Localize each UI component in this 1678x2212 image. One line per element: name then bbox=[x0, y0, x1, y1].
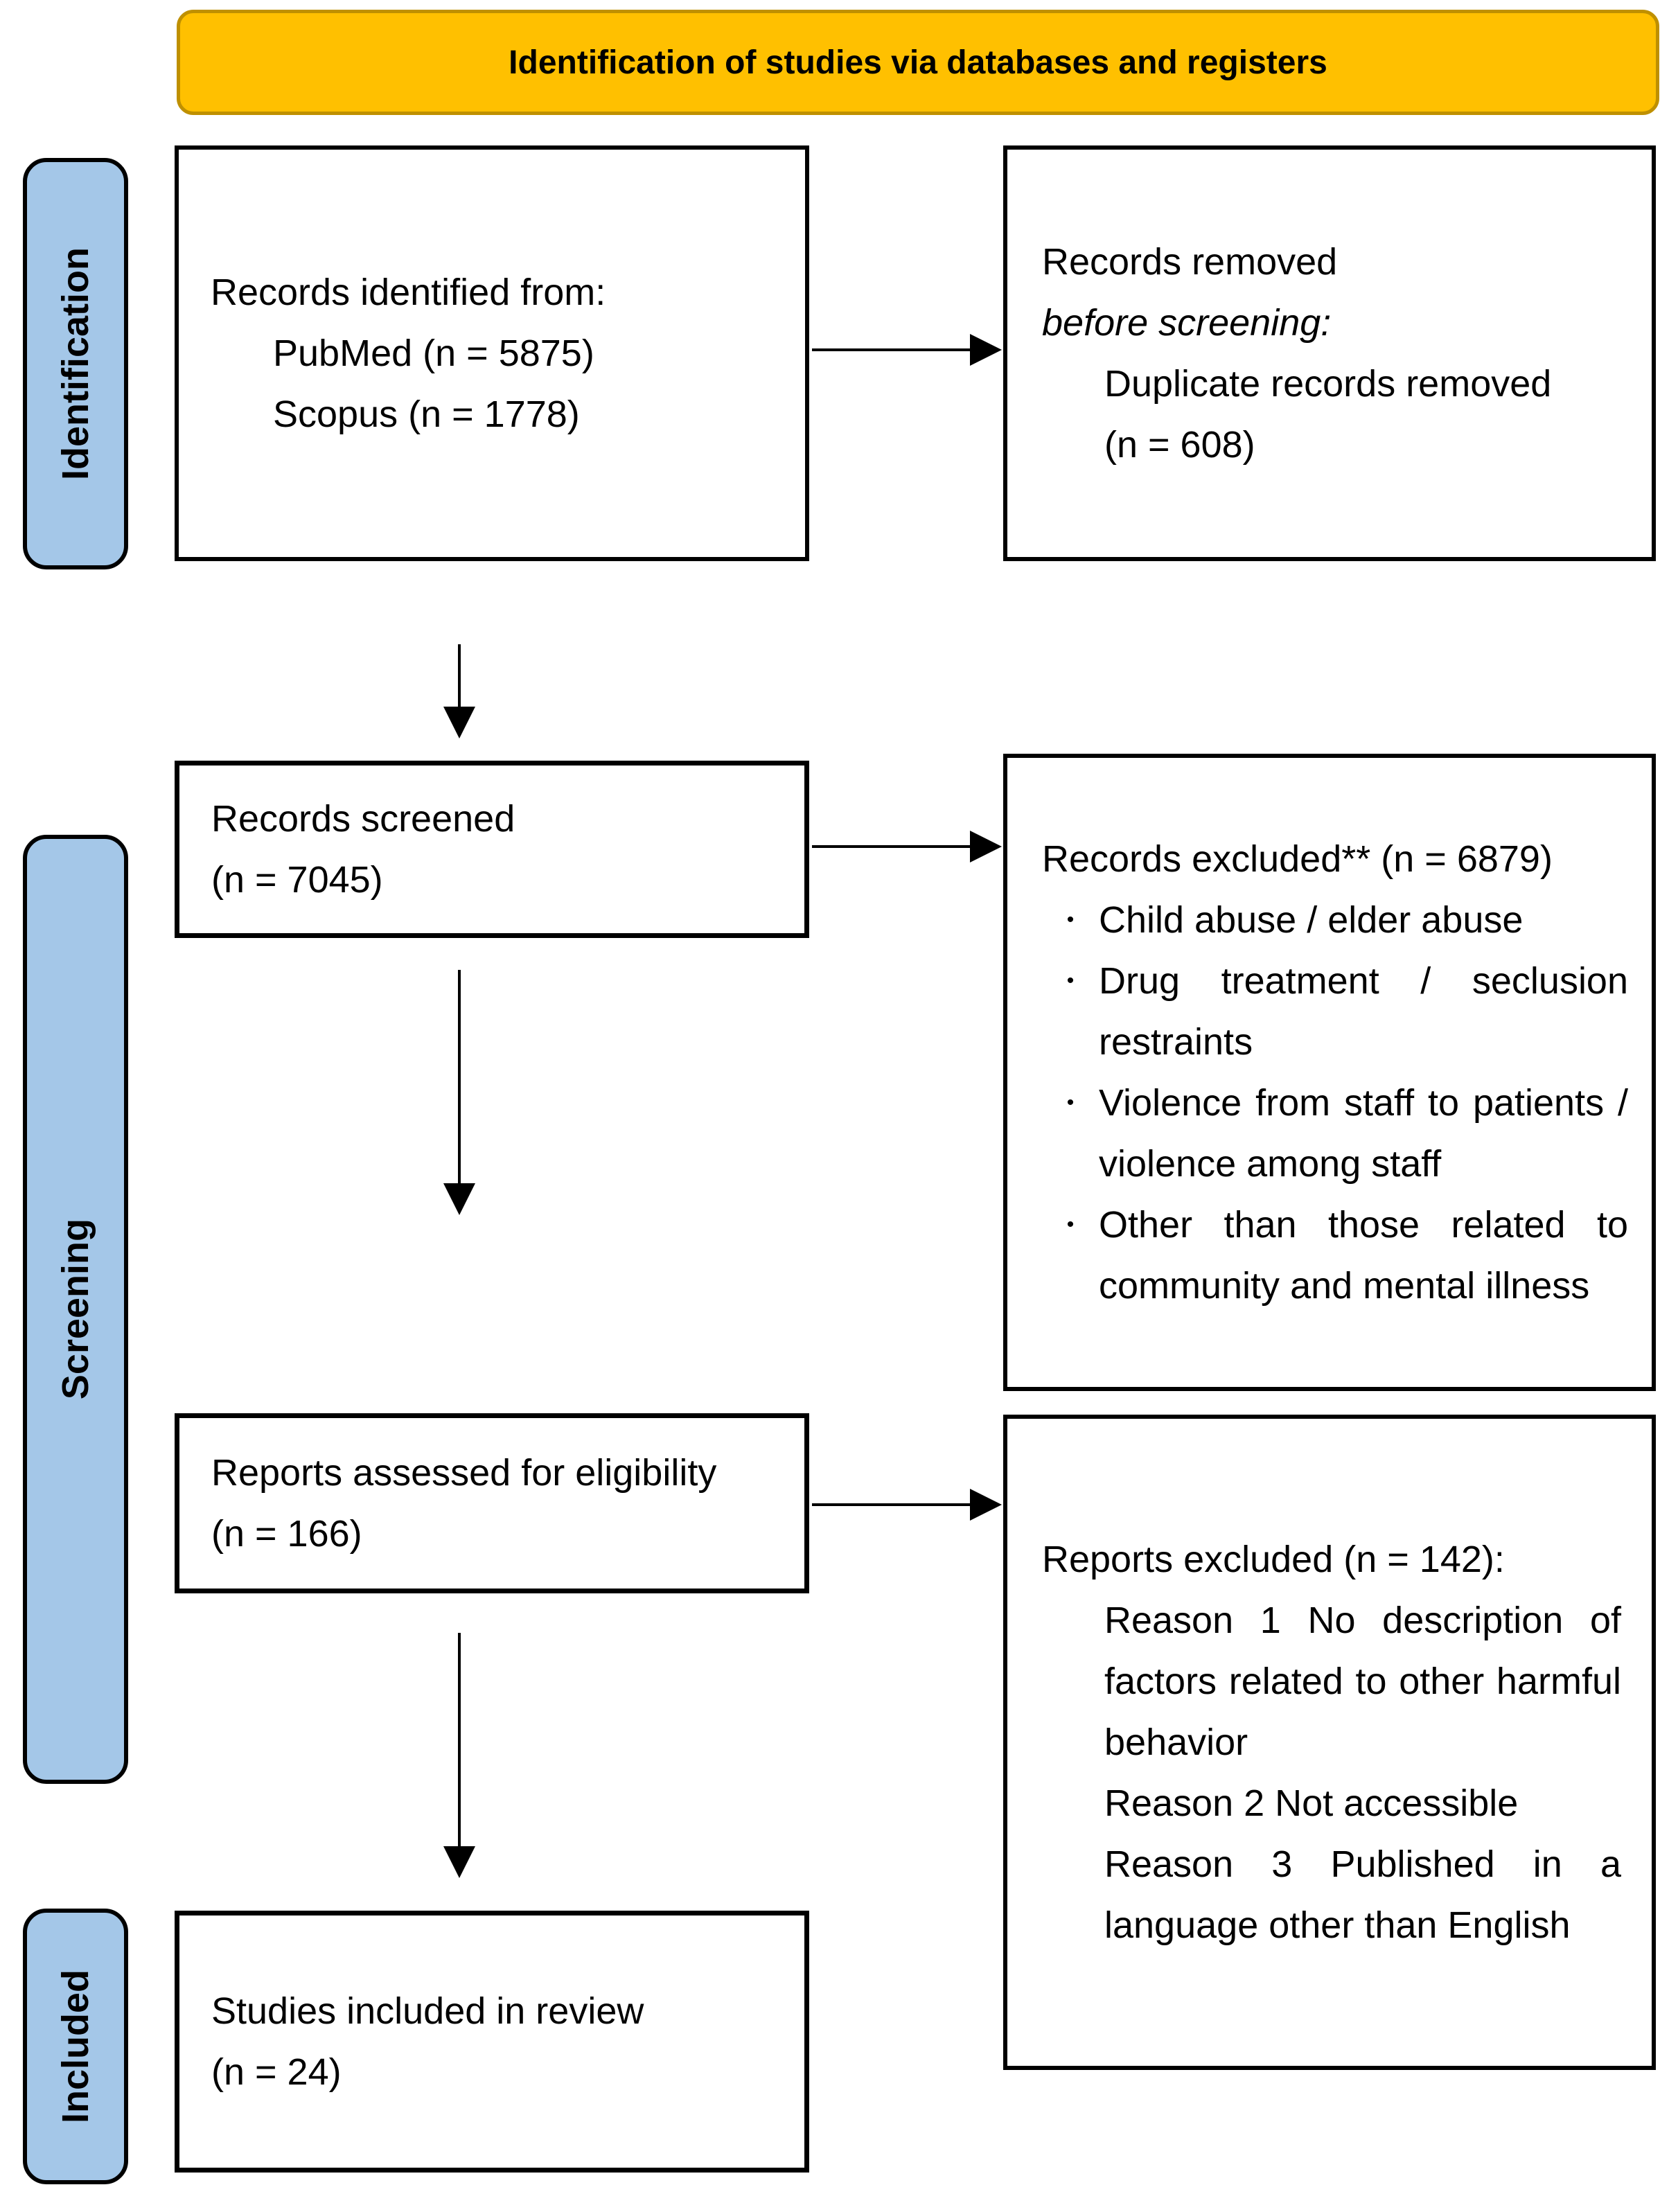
excluded-bullet-2-text: Drug treatment / seclusion restraints bbox=[1099, 960, 1628, 1063]
arrow-head-right-icon bbox=[970, 1489, 1002, 1521]
arrow-head-right-icon bbox=[970, 831, 1002, 862]
bullet-dot-icon: • bbox=[1066, 1091, 1075, 1114]
bullet-dot-icon: • bbox=[1066, 969, 1075, 992]
stage-label-screening: Screening bbox=[23, 835, 128, 1784]
box-studies-included: Studies included in review (n = 24) bbox=[175, 1911, 809, 2173]
excluded-bullet-1: • Child abuse / elder abuse bbox=[1007, 890, 1652, 950]
box-records-identified: Records identified from: PubMed (n = 587… bbox=[175, 145, 809, 561]
diagram-title: Identification of studies via databases … bbox=[509, 44, 1327, 81]
box-records-removed: Records removed before screening: Duplic… bbox=[1003, 145, 1656, 561]
arrow-head-down-icon bbox=[443, 1183, 475, 1215]
excluded-bullet-2: • Drug treatment / seclusion restraints bbox=[1007, 950, 1652, 1072]
reports-assessed-count: (n = 166) bbox=[211, 1513, 362, 1555]
records-removed-line1: Records removed bbox=[1042, 241, 1338, 283]
reports-excluded-heading: Reports excluded (n = 142): bbox=[1042, 1539, 1505, 1580]
stage-label-identification: Identification bbox=[23, 158, 128, 569]
arrow-line bbox=[458, 1633, 461, 1849]
excluded-bullet-3: • Violence from staff to patients / viol… bbox=[1007, 1072, 1652, 1194]
box-records-screened: Records screened (n = 7045) bbox=[175, 761, 809, 938]
arrow-line bbox=[812, 348, 973, 351]
arrow-head-right-icon bbox=[970, 334, 1002, 366]
records-removed-line2: before screening: bbox=[1007, 292, 1652, 353]
box-records-excluded: Records excluded** (n = 6879) • Child ab… bbox=[1003, 754, 1656, 1391]
stage-label-screening-text: Screening bbox=[55, 1219, 96, 1400]
records-removed-duplicates: Duplicate records removed bbox=[1104, 363, 1552, 405]
excluded-bullet-1-text: Child abuse / elder abuse bbox=[1099, 899, 1524, 941]
bullet-dot-icon: • bbox=[1066, 908, 1075, 931]
records-screened-line1: Records screened bbox=[211, 798, 515, 840]
arrow-line bbox=[812, 845, 973, 848]
arrow-line bbox=[458, 644, 461, 709]
box-reports-assessed: Reports assessed for eligibility (n = 16… bbox=[175, 1413, 809, 1593]
box-reports-excluded: Reports excluded (n = 142): Reason 1 No … bbox=[1003, 1415, 1656, 2070]
stage-label-included: Included bbox=[23, 1909, 128, 2184]
studies-included-line1: Studies included in review bbox=[211, 1990, 644, 2032]
reports-assessed-line1: Reports assessed for eligibility bbox=[211, 1452, 717, 1494]
records-identified-scopus: Scopus (n = 1778) bbox=[273, 393, 580, 435]
records-screened-count: (n = 7045) bbox=[211, 859, 383, 901]
records-identified-pubmed: PubMed (n = 5875) bbox=[273, 333, 594, 374]
records-excluded-heading: Records excluded** (n = 6879) bbox=[1042, 838, 1553, 880]
excluded-bullet-3-text: Violence from staff to patients / violen… bbox=[1099, 1082, 1628, 1185]
arrow-head-down-icon bbox=[443, 707, 475, 738]
excluded-bullet-4-text: Other than those related to community an… bbox=[1099, 1204, 1628, 1307]
reports-excluded-reason-2: Reason 2 Not accessible bbox=[1104, 1782, 1519, 1824]
bullet-dot-icon: • bbox=[1066, 1213, 1075, 1236]
records-identified-heading: Records identified from: bbox=[211, 272, 606, 313]
excluded-bullet-4: • Other than those related to community … bbox=[1007, 1194, 1652, 1316]
arrow-head-down-icon bbox=[443, 1846, 475, 1878]
title-banner: Identification of studies via databases … bbox=[177, 10, 1659, 115]
arrow-line bbox=[812, 1503, 973, 1506]
stage-label-identification-text: Identification bbox=[55, 247, 96, 480]
studies-included-count: (n = 24) bbox=[211, 2051, 342, 2093]
reports-excluded-reason-3: Reason 3 Published in a language other t… bbox=[1104, 1843, 1621, 1946]
reports-excluded-reason-1: Reason 1 No description of factors relat… bbox=[1104, 1600, 1621, 1763]
records-removed-line2-italic: before screening: bbox=[1042, 302, 1332, 344]
arrow-line bbox=[458, 970, 461, 1186]
records-removed-count: (n = 608) bbox=[1104, 424, 1255, 466]
stage-label-included-text: Included bbox=[55, 1969, 96, 2123]
